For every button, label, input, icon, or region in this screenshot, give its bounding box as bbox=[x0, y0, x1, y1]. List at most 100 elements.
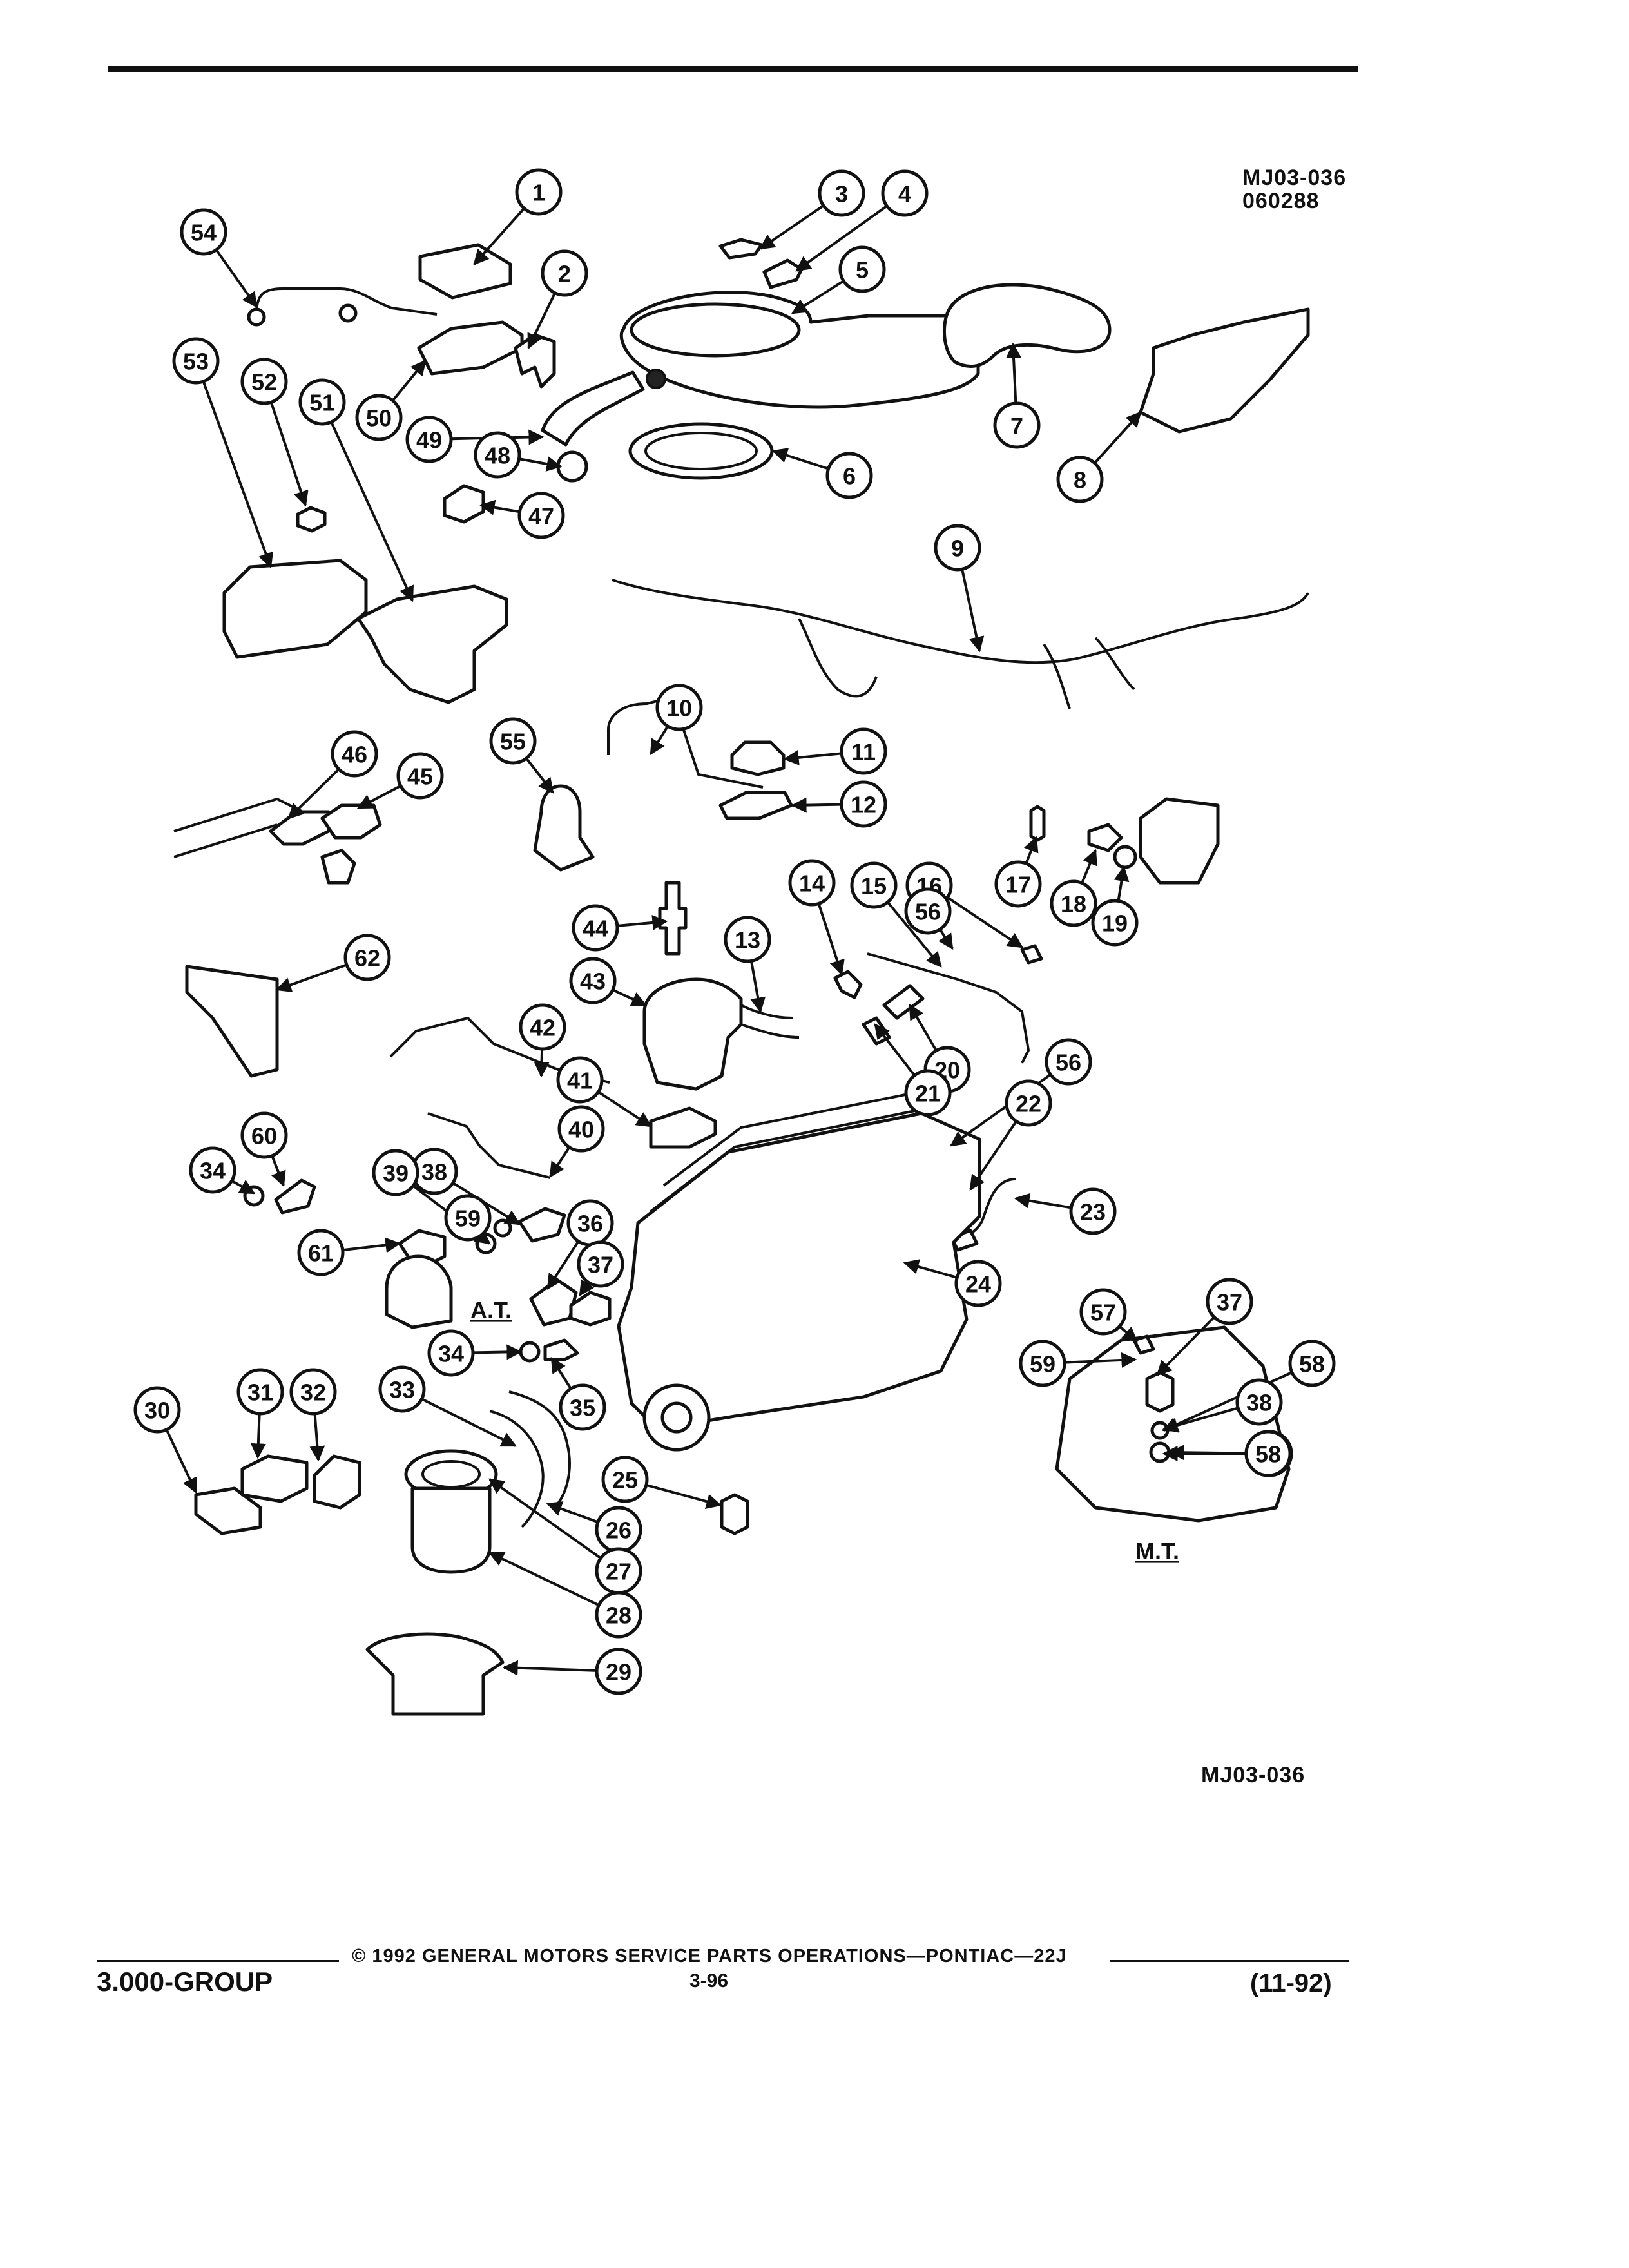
parts-drawings bbox=[173, 238, 1310, 1716]
callout-48: 48 bbox=[474, 431, 521, 479]
callout-21: 21 bbox=[904, 1069, 952, 1117]
callout-circle bbox=[557, 1105, 605, 1153]
leader-line-7 bbox=[1006, 342, 1022, 404]
leader-line-53 bbox=[202, 381, 273, 569]
callout-47: 47 bbox=[517, 492, 565, 539]
callout-49: 49 bbox=[405, 416, 453, 463]
leader-line-20 bbox=[909, 1003, 938, 1052]
callout-circle bbox=[240, 358, 288, 405]
callout-1: 1 bbox=[515, 168, 563, 216]
callout-number: 10 bbox=[666, 695, 692, 722]
part-44-connector bbox=[320, 849, 356, 885]
leader-lines bbox=[165, 204, 1293, 1676]
callout-circle bbox=[840, 780, 887, 828]
callout-circle bbox=[1056, 456, 1104, 503]
part-23-engine-block bbox=[617, 1111, 981, 1431]
footer-page-number: 3-96 bbox=[689, 1970, 729, 1992]
callout-circle bbox=[601, 1456, 649, 1503]
callout-circle bbox=[655, 684, 703, 731]
callout-circle bbox=[1091, 899, 1139, 947]
callout-circle bbox=[1235, 1378, 1283, 1426]
callout-25: 25 bbox=[601, 1456, 649, 1503]
callout-34: 34 bbox=[427, 1329, 475, 1377]
callout-circle bbox=[1079, 1288, 1127, 1336]
part-33-washer-lower bbox=[519, 1341, 541, 1363]
part-55-sensor bbox=[762, 258, 804, 289]
part-8-wiring-harness bbox=[612, 579, 1309, 664]
callout-17: 17 bbox=[994, 860, 1042, 908]
callout-22: 22 bbox=[1005, 1079, 1052, 1127]
callout-43: 43 bbox=[569, 957, 617, 1004]
part-34-sensor bbox=[543, 1338, 579, 1361]
callout-circle bbox=[904, 1069, 952, 1117]
callout-circle bbox=[1045, 1038, 1092, 1086]
part-32-ignition-cables-b bbox=[489, 1410, 545, 1528]
callout-52: 52 bbox=[240, 358, 288, 405]
callout-number: 19 bbox=[1102, 910, 1128, 937]
leader-line-31 bbox=[250, 1413, 266, 1459]
callout-number: 47 bbox=[528, 503, 554, 530]
callout-19: 19 bbox=[1091, 899, 1139, 947]
part-17-switch bbox=[1087, 823, 1123, 852]
leader-line-52 bbox=[269, 401, 309, 507]
leader-line-55 bbox=[525, 757, 554, 794]
part-18-bracket bbox=[1139, 797, 1220, 885]
callout-circle bbox=[427, 1329, 475, 1377]
leader-line-13 bbox=[750, 961, 766, 1014]
leader-line-59 bbox=[1064, 1352, 1137, 1368]
callout-circle bbox=[1069, 1187, 1117, 1235]
part-43-stud bbox=[658, 881, 688, 956]
callout-number: 27 bbox=[606, 1559, 631, 1585]
callout-50: 50 bbox=[355, 394, 403, 441]
callout-number: 7 bbox=[1010, 413, 1023, 439]
leader-line-41 bbox=[597, 1090, 653, 1128]
callout-number: 4 bbox=[898, 181, 911, 207]
leader-line-34 bbox=[231, 1179, 256, 1195]
callout-circle bbox=[297, 1229, 345, 1276]
part-1-module bbox=[418, 243, 512, 300]
callout-number: 44 bbox=[583, 916, 608, 942]
callout-circle bbox=[289, 1368, 337, 1416]
leader-line-47 bbox=[479, 499, 520, 515]
part-47-clamp bbox=[556, 450, 588, 483]
callout-number: 59 bbox=[1030, 1351, 1055, 1378]
leader-line-33 bbox=[421, 1398, 517, 1447]
leader-line-3 bbox=[759, 204, 825, 250]
callout-number: 5 bbox=[856, 257, 869, 284]
part-12-wiring bbox=[740, 1004, 800, 1039]
leader-line-50 bbox=[391, 360, 427, 401]
leader-line-14 bbox=[817, 903, 845, 976]
callout-4: 4 bbox=[881, 169, 929, 217]
callout-number: 30 bbox=[144, 1398, 170, 1424]
part-8-harness-branch-b bbox=[1043, 643, 1071, 709]
part-24-plug bbox=[720, 1493, 749, 1535]
part-19-hose bbox=[882, 984, 925, 1020]
callout-circle bbox=[788, 859, 836, 907]
callout-number: 34 bbox=[438, 1341, 464, 1367]
leader-line-32 bbox=[309, 1413, 325, 1462]
callout-38: 38 bbox=[1235, 1378, 1283, 1426]
callout-11: 11 bbox=[840, 727, 887, 775]
callout-circle bbox=[556, 1056, 604, 1104]
callout-12: 12 bbox=[840, 780, 887, 828]
callout-circle bbox=[1244, 1430, 1292, 1477]
callout-59: 59 bbox=[444, 1194, 492, 1242]
leader-line-6 bbox=[771, 448, 829, 470]
callout-circle bbox=[444, 1194, 492, 1242]
callout-62: 62 bbox=[343, 934, 391, 981]
leader-line-4 bbox=[795, 205, 888, 272]
leader-line-43 bbox=[612, 988, 648, 1006]
callout-circle bbox=[840, 727, 887, 775]
callout-number: 41 bbox=[567, 1068, 593, 1094]
callout-circle bbox=[993, 401, 1041, 449]
part-38-washer bbox=[493, 1218, 512, 1238]
callout-number: 12 bbox=[851, 792, 876, 818]
callout-44: 44 bbox=[572, 904, 619, 952]
callout-circle bbox=[904, 887, 952, 935]
callout-number: 26 bbox=[606, 1517, 631, 1544]
leader-line-27 bbox=[488, 1478, 602, 1559]
callout-circle bbox=[240, 1111, 288, 1159]
callout-number: 2 bbox=[558, 261, 571, 287]
callout-30: 30 bbox=[133, 1386, 181, 1434]
